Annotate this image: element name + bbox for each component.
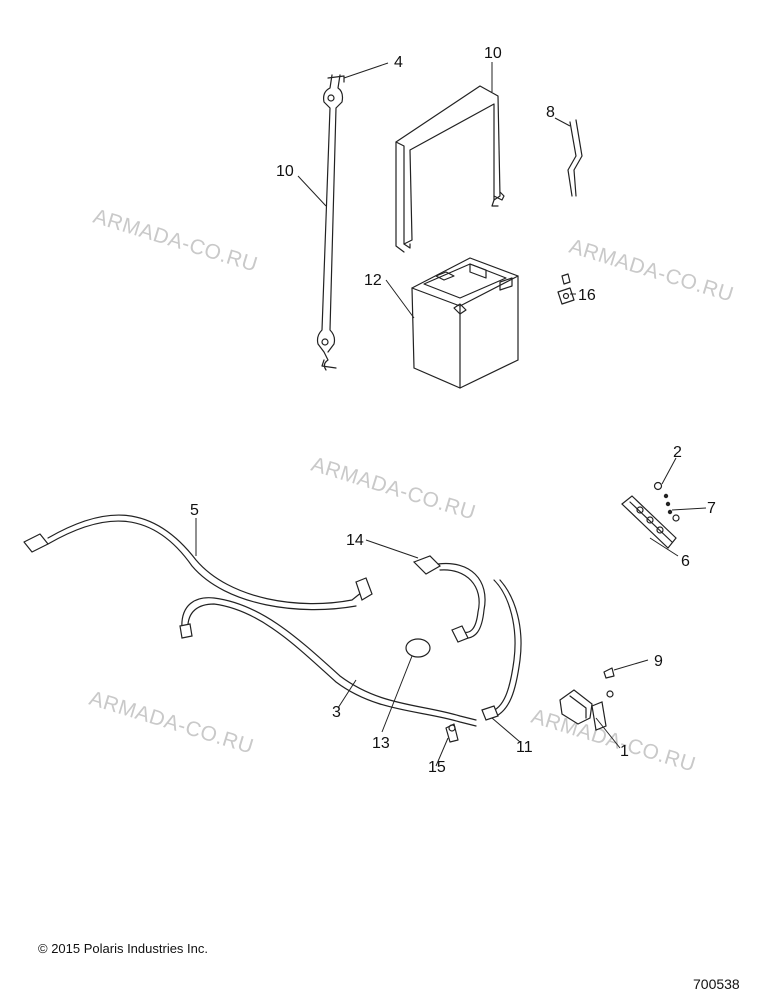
callout-3: 3 <box>332 704 341 721</box>
part-harness-5 <box>23 514 373 611</box>
watermark: ARMADA-CO.RU <box>87 687 257 759</box>
part-cable-11 <box>481 579 522 721</box>
watermark: ARMADA-CO.RU <box>529 705 699 777</box>
part-cable-3 <box>179 597 477 727</box>
part-terminal-block <box>621 481 680 549</box>
part-relay <box>559 667 615 731</box>
diagram-number: 700538 <box>693 976 740 992</box>
part-clamp <box>405 638 431 658</box>
callout-14: 14 <box>346 532 364 549</box>
part-battery <box>411 257 519 389</box>
callout-1: 1 <box>620 743 629 760</box>
callout-12: 12 <box>364 272 382 289</box>
part-battery-bracket <box>395 85 505 253</box>
callout-16: 16 <box>578 287 596 304</box>
callout-15: 15 <box>428 759 446 776</box>
callout-8: 8 <box>546 104 555 121</box>
copyright-notice: © 2015 Polaris Industries Inc. <box>38 941 208 956</box>
leader-lines <box>195 62 707 767</box>
callout-10-bracket: 10 <box>484 45 502 62</box>
watermarks: ARMADA-CO.RU ARMADA-CO.RU ARMADA-CO.RU A… <box>87 205 737 777</box>
callout-10-strap: 10 <box>276 163 294 180</box>
part-cable-14 <box>412 555 486 643</box>
watermark: ARMADA-CO.RU <box>309 453 479 525</box>
part-fastener-15 <box>445 723 459 743</box>
part-fasteners <box>557 273 575 305</box>
callout-5: 5 <box>190 502 199 519</box>
callout-7: 7 <box>707 500 716 517</box>
part-strap <box>316 74 345 371</box>
callout-9: 9 <box>654 653 663 670</box>
callout-6: 6 <box>681 553 690 570</box>
callouts: 4 10 10 8 12 16 2 7 6 5 14 3 13 11 15 1 … <box>190 45 716 776</box>
callout-4: 4 <box>394 54 403 71</box>
watermark: ARMADA-CO.RU <box>91 205 261 277</box>
callout-2: 2 <box>673 444 682 461</box>
callout-11: 11 <box>516 739 533 756</box>
part-rod <box>567 119 583 197</box>
callout-13: 13 <box>372 735 390 752</box>
